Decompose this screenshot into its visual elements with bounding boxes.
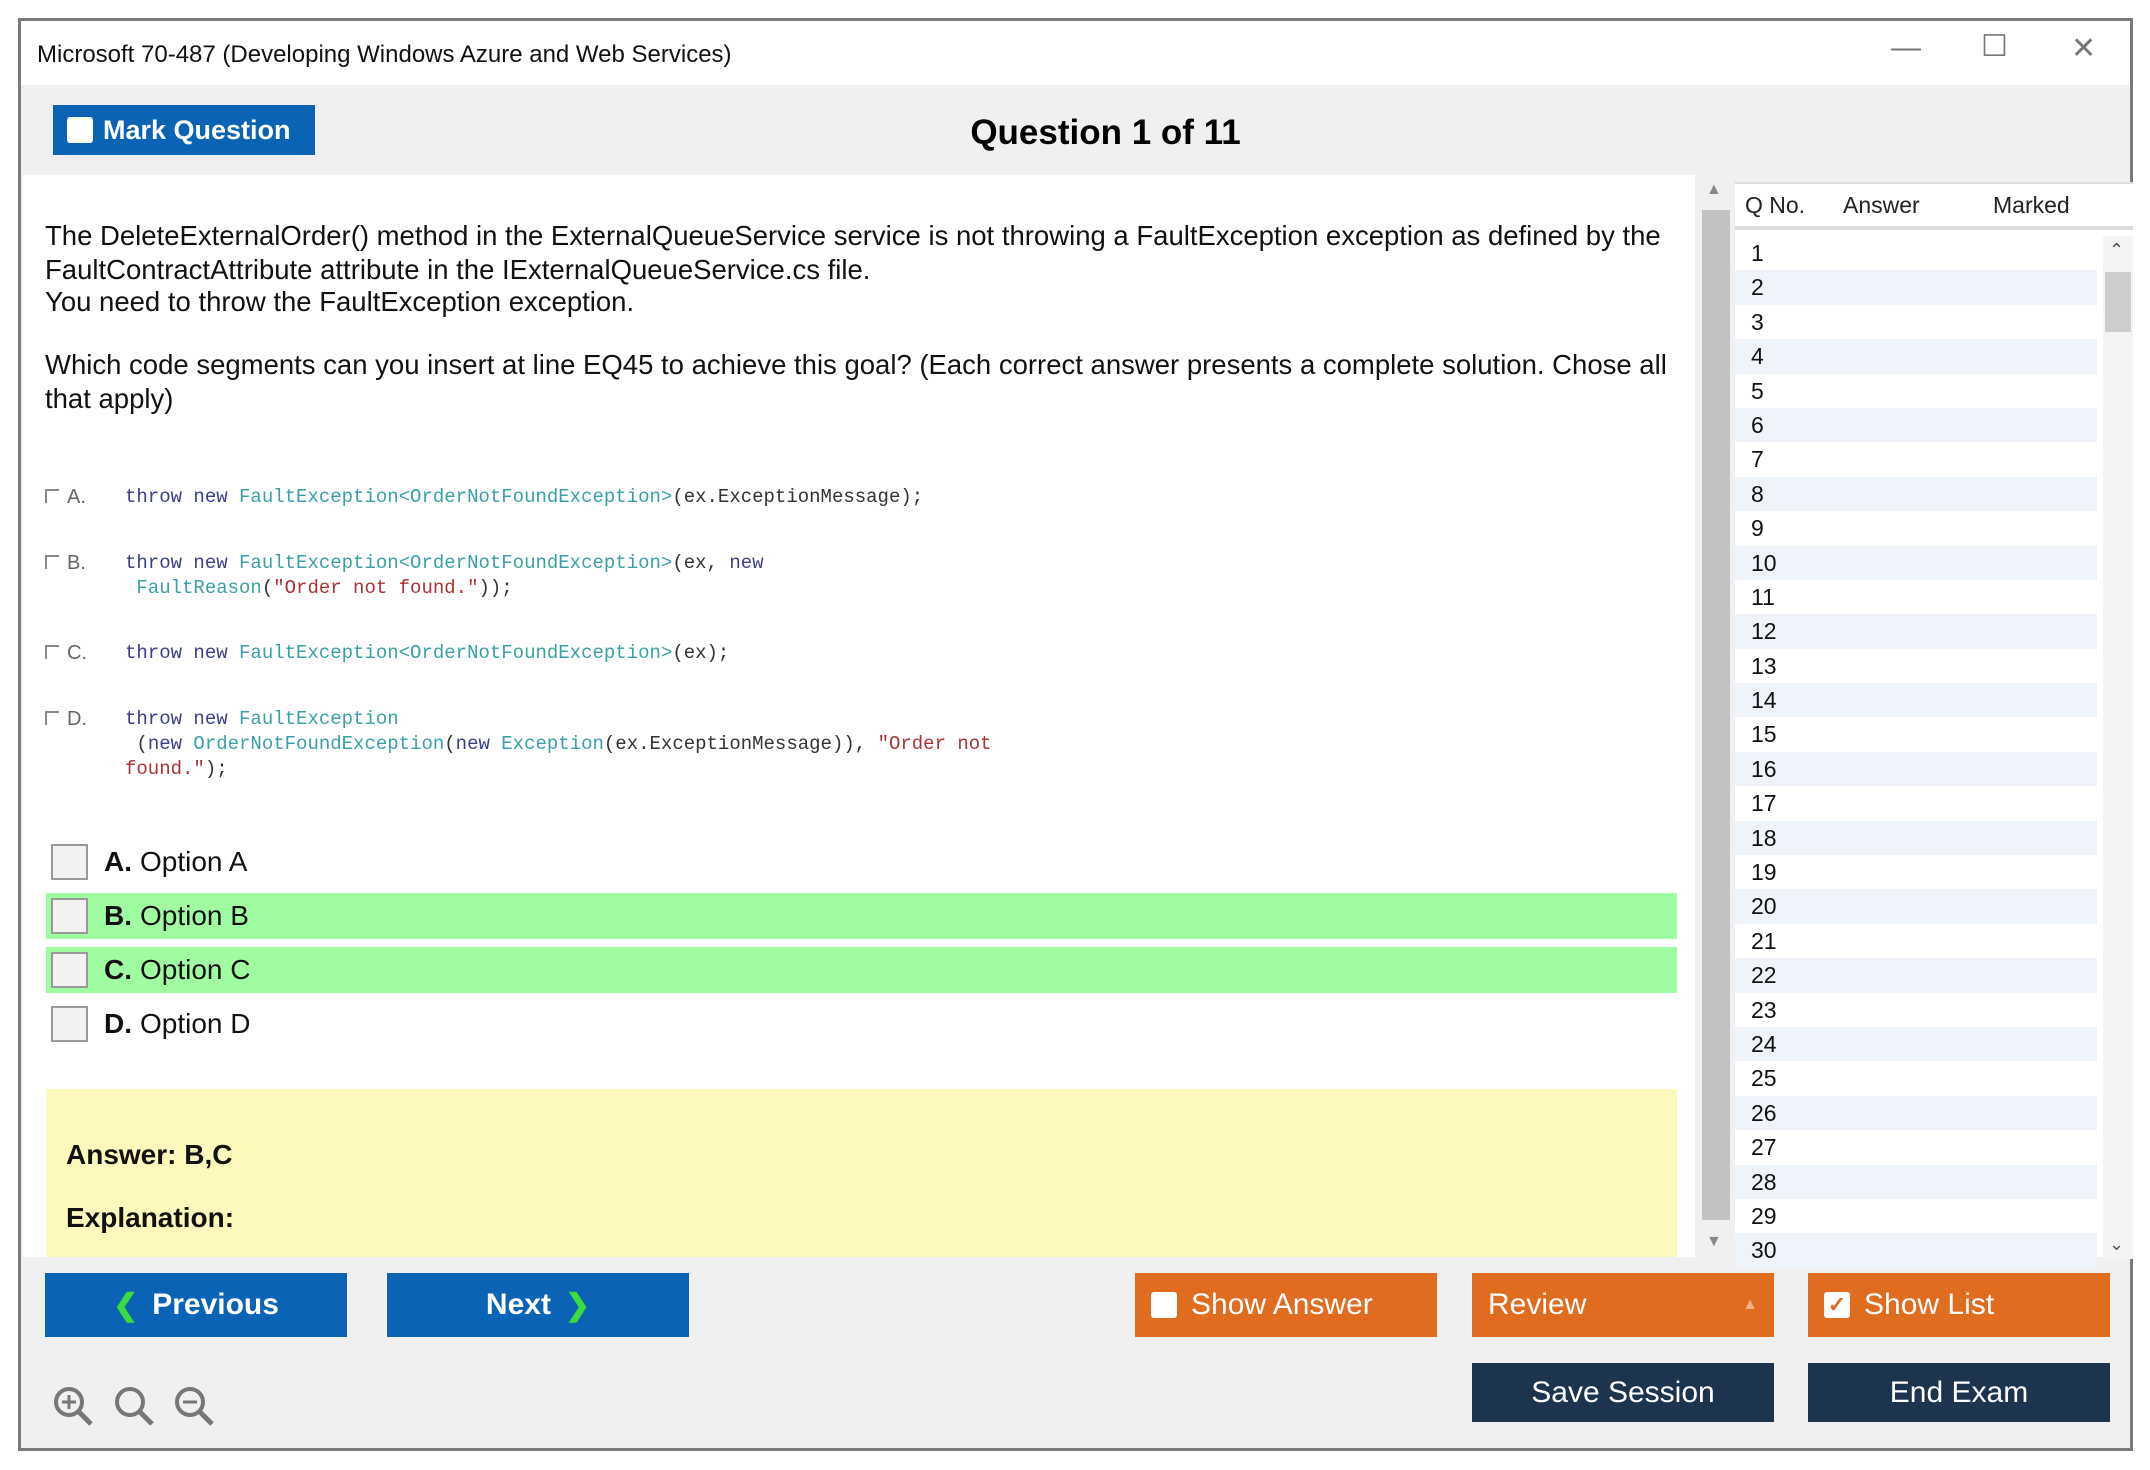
question-list-row[interactable]: 19 [1751, 859, 1777, 886]
question-list-row[interactable]: 27 [1751, 1134, 1777, 1161]
code-option-b: B.throw new FaultException<OrderNotFound… [45, 551, 764, 601]
minimize-icon[interactable]: — [1891, 31, 1921, 64]
chevron-up-icon[interactable]: ⌃ [2109, 240, 2125, 260]
question-list-row[interactable]: 8 [1735, 476, 2097, 512]
scroll-down-icon[interactable]: ▼ [1706, 1233, 1722, 1250]
chevron-down-icon[interactable]: ⌄ [2109, 1234, 2125, 1254]
maximize-icon[interactable]: ☐ [1981, 30, 2008, 63]
option-b[interactable]: B.Option B [46, 893, 1677, 939]
zoom-out-icon[interactable] [172, 1384, 216, 1428]
checkbox-icon [1151, 1292, 1177, 1318]
previous-button[interactable]: ❮Previous [45, 1273, 347, 1337]
checkbox[interactable] [51, 844, 88, 880]
code-option-d: D.throw new FaultException (new OrderNot… [45, 707, 992, 782]
col-marked: Marked [1993, 191, 2070, 218]
question-list-row[interactable]: 25 [1751, 1065, 1777, 1092]
question-list-row[interactable]: 6 [1735, 407, 2097, 443]
question-list-row[interactable]: 9 [1751, 515, 1764, 542]
app-window: Microsoft 70-487 (Developing Windows Azu… [18, 18, 2133, 1451]
question-list-row[interactable]: 1 [1751, 240, 1764, 266]
question-list-row[interactable]: 5 [1751, 377, 1764, 404]
checkbox[interactable] [51, 1006, 88, 1042]
checkmark-icon: ✓ [1824, 1292, 1850, 1318]
answer-text: Answer: B,C [66, 1139, 233, 1170]
question-list-row[interactable]: 17 [1751, 790, 1777, 817]
code-option-a: A.throw new FaultException<OrderNotFound… [45, 485, 923, 510]
next-button[interactable]: Next❯ [387, 1273, 689, 1337]
question-list-row[interactable]: 12 [1735, 614, 2097, 649]
header: Mark Question Question 1 of 11 [21, 85, 2130, 175]
answer-box: Answer: B,C Explanation: [46, 1089, 1677, 1257]
window-title: Microsoft 70-487 (Developing Windows Azu… [37, 41, 732, 68]
question-list-row[interactable]: 14 [1735, 683, 2097, 718]
zoom-reset-icon[interactable] [112, 1384, 156, 1428]
question-list-row[interactable]: 11 [1751, 583, 1775, 610]
review-button[interactable]: Review▲ [1472, 1273, 1774, 1337]
show-list-button[interactable]: ✓Show List [1808, 1273, 2110, 1337]
scroll-thumb[interactable] [1702, 210, 1730, 1220]
option-d[interactable]: D.Option D [46, 1001, 1677, 1047]
question-list-row[interactable]: 29 [1751, 1202, 1777, 1229]
question-list-row[interactable]: 10 [1735, 545, 2097, 580]
save-session-button[interactable]: Save Session [1472, 1363, 1774, 1422]
show-answer-button[interactable]: Show Answer [1135, 1273, 1437, 1337]
checkbox[interactable] [51, 898, 88, 934]
question-list-row[interactable]: 7 [1751, 446, 1764, 473]
caret-up-icon: ▲ [1742, 1296, 1758, 1313]
checkbox[interactable] [51, 952, 88, 988]
question-list-row[interactable]: 13 [1751, 652, 1777, 679]
question-list-row[interactable]: 16 [1735, 751, 2097, 787]
question-text: The DeleteExternalOrder() method in the … [45, 220, 1661, 285]
list-scrollbar[interactable]: ⌃ ⌄ [2103, 236, 2133, 1259]
content-scrollbar[interactable]: ▲ ▼ [1698, 175, 1732, 1257]
question-list-row[interactable]: 2 [1735, 270, 2097, 305]
question-text: You need to throw the FaultException exc… [45, 286, 635, 317]
code-option-c: C.throw new FaultException<OrderNotFound… [45, 641, 729, 666]
title-bar: Microsoft 70-487 (Developing Windows Azu… [21, 21, 2130, 85]
scroll-up-icon[interactable]: ▲ [1706, 181, 1722, 198]
question-list-row[interactable]: 26 [1735, 1095, 2097, 1131]
option-a[interactable]: A.Option A [46, 839, 1677, 885]
close-icon[interactable]: ✕ [2071, 32, 2097, 65]
end-exam-button[interactable]: End Exam [1808, 1363, 2110, 1422]
chevron-right-icon: ❯ [564, 1288, 591, 1322]
question-text: Which code segments can you insert at li… [45, 349, 1667, 414]
question-list-row[interactable]: 15 [1751, 721, 1777, 748]
question-list-row[interactable]: 23 [1751, 996, 1777, 1023]
checkbox-icon [67, 117, 93, 143]
list-scroll-thumb[interactable] [2105, 272, 2131, 332]
question-list-row[interactable]: 28 [1735, 1164, 2097, 1199]
chevron-left-icon: ❮ [113, 1288, 139, 1322]
explanation-label: Explanation: [66, 1202, 235, 1233]
question-list-row[interactable]: 4 [1735, 339, 2097, 374]
question-list-row[interactable]: 24 [1735, 1026, 2097, 1062]
page-title: Question 1 of 11 [970, 113, 1241, 152]
mark-question-label: Mark Question [103, 114, 291, 145]
list-header: Q No. Answer Marked [1735, 184, 2133, 230]
col-qno: Q No. [1745, 191, 1806, 218]
question-area: The DeleteExternalOrder() method in the … [23, 175, 1695, 1257]
question-list-row[interactable]: 3 [1751, 308, 1764, 335]
option-c[interactable]: C.Option C [46, 947, 1677, 993]
question-list-row[interactable]: 21 [1751, 927, 1777, 954]
zoom-in-icon[interactable] [51, 1384, 95, 1428]
question-list-row[interactable]: 22 [1735, 958, 2097, 993]
col-answer: Answer [1843, 191, 1920, 218]
question-list-row[interactable]: 30 [1735, 1233, 2097, 1268]
question-list-row[interactable]: 20 [1735, 889, 2097, 924]
mark-question-button[interactable]: Mark Question [53, 105, 315, 155]
question-list-row[interactable]: 18 [1735, 820, 2097, 856]
